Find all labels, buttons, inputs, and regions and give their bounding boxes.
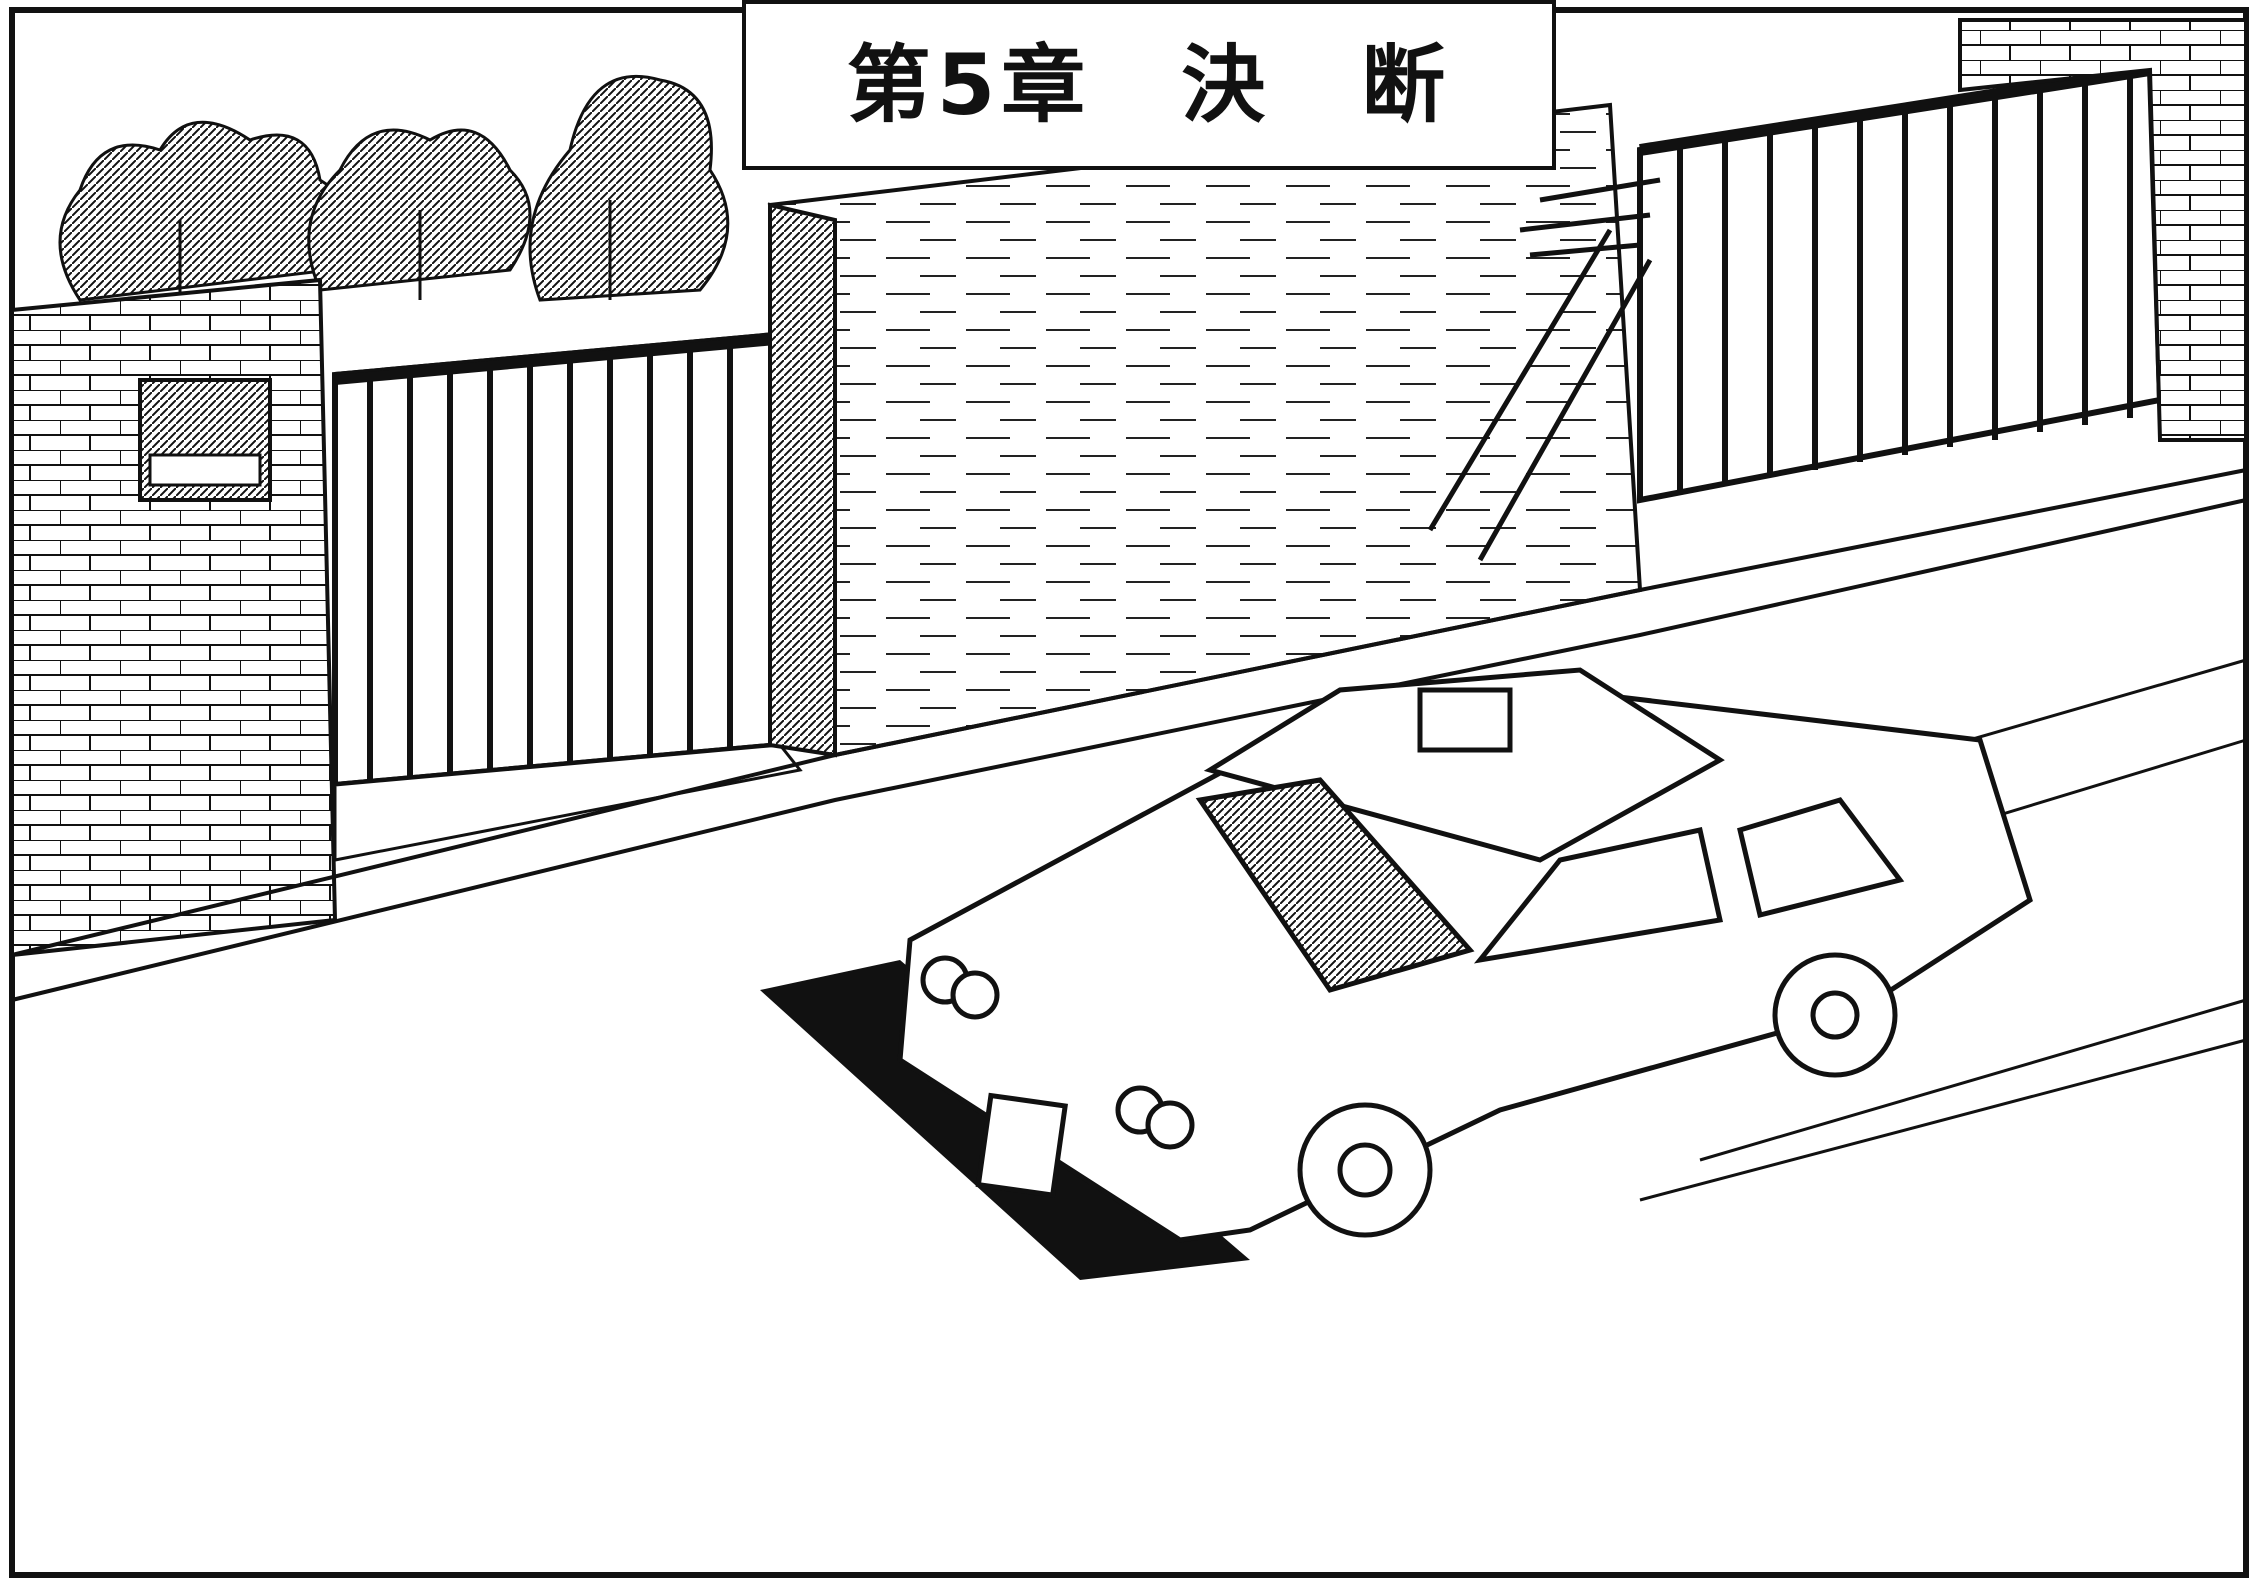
right-iron-gate xyxy=(1637,64,2164,504)
mailbox-slot xyxy=(148,453,262,487)
trees xyxy=(58,74,730,302)
curb xyxy=(11,468,2247,1002)
left-iron-gate xyxy=(332,331,784,789)
road-speed-lines xyxy=(1639,658,2247,1202)
car-roof xyxy=(1203,667,1725,863)
chapter-title-box: 第5章 決 断 xyxy=(742,0,1556,170)
side-windows xyxy=(1473,797,1905,964)
left-gate-floor xyxy=(333,743,803,862)
license-plate xyxy=(975,1092,1069,1198)
right-brick-pillar xyxy=(1958,18,2248,442)
chapter-title: 第5章 決 断 xyxy=(846,36,1452,134)
taxi-car-icon xyxy=(760,667,2033,1280)
taxi-roof-sign xyxy=(1417,687,1513,753)
windshield xyxy=(1195,777,1475,993)
center-wall-end xyxy=(768,202,837,758)
motion-lines xyxy=(1427,177,1661,562)
